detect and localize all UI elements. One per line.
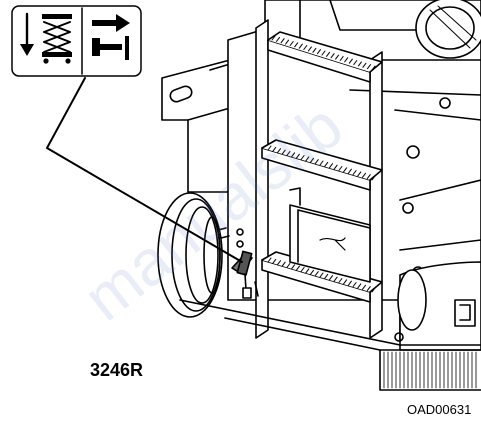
callout-box [11,5,142,77]
cable [319,237,346,251]
ladder-frame [255,19,383,339]
directional-arrow-icon [92,14,130,60]
platform-lower-icon [20,12,72,64]
side-plate [217,29,263,301]
model-label: 3246R [90,360,144,380]
wheel [157,192,223,318]
pump-unit [394,261,481,351]
figure-code: OAD00631 [407,402,472,417]
rung-serrations [267,35,376,293]
valve-knob [231,250,259,299]
base-rail [179,299,481,391]
callout-leader-line [46,77,243,263]
